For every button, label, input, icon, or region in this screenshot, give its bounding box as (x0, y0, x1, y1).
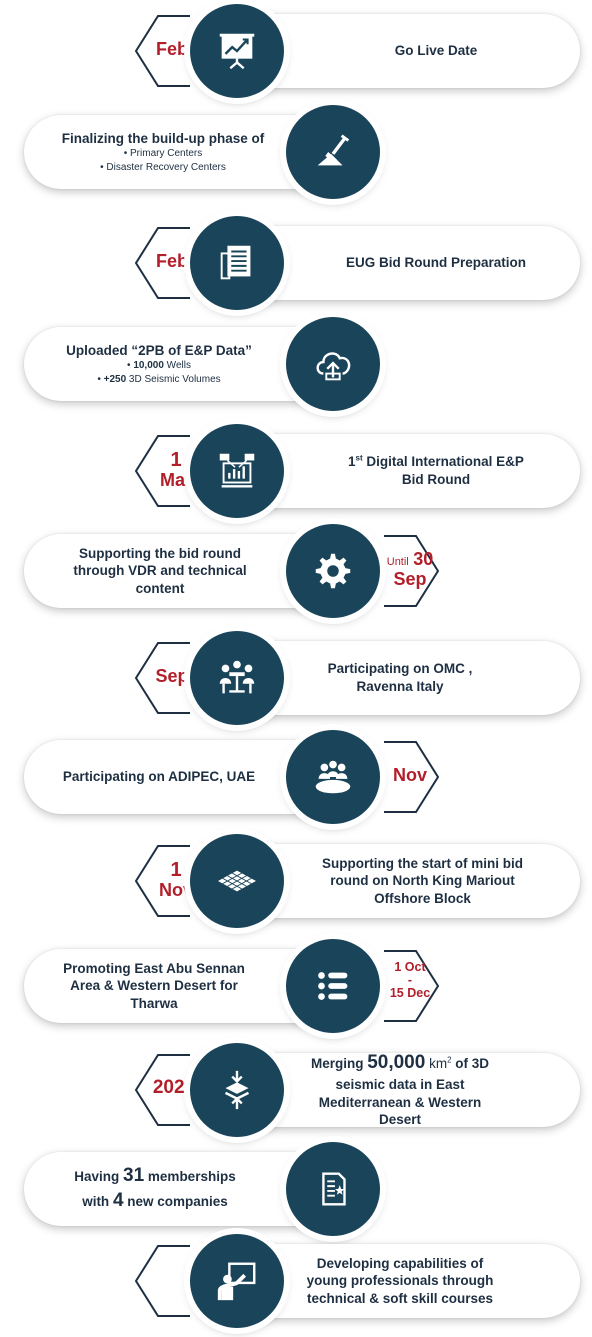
checklist-icon (286, 939, 380, 1033)
milestone-eug-bid: Feb EUG Bid Round Preparation (0, 212, 592, 314)
milestone-title: 1st Digital International E&P Bid Round (348, 453, 524, 487)
milestone-merging: 2021 Merging 50,000 km2 of 3D seismic da… (0, 1039, 592, 1141)
milestone-date: Feb (155, 251, 188, 271)
milestone-title: Supporting the bid round through VDR and… (73, 545, 247, 596)
milestone-adipec: Nov Participating on ADIPEC, UAE (0, 726, 592, 828)
milestone-date: Nov (392, 765, 427, 785)
milestone-title: Merging 50,000 km2 of 3D seismic data in… (310, 1052, 490, 1128)
meeting-people-icon (190, 631, 284, 725)
milestone-date: Sep (155, 666, 189, 686)
chevron-left-shape (134, 1053, 192, 1127)
milestone-title: Having 31 memberships with 4 new compani… (74, 1165, 236, 1211)
certificate-icon (286, 1142, 380, 1236)
milestone-title: Developing capabilities of young profess… (306, 1255, 494, 1306)
milestone-date: Until 30 Sep (386, 549, 434, 589)
milestone-omc: Sep Participating on OMC , Ravenna Italy (0, 627, 592, 729)
presentation-chart-icon (190, 4, 284, 98)
shovel-icon (286, 105, 380, 199)
milestone-date: Feb (155, 39, 188, 59)
grid-block-icon (190, 834, 284, 928)
chevron-right-shape (382, 949, 440, 1023)
merge-layers-icon (190, 1043, 284, 1137)
milestone-go-live: Feb Go Live Date (0, 0, 592, 102)
milestone-date: 1 Nov (158, 859, 193, 900)
milestone-build-up: Finalizing the build-up phase of • Prima… (0, 101, 592, 203)
chevron-left-shape (134, 434, 192, 508)
chevron-left-shape (134, 641, 192, 715)
milestone-date: 2021 (152, 1077, 196, 1098)
milestone-title: Supporting the start of mini bid round o… (322, 855, 523, 906)
milestone-memberships: Having 31 memberships with 4 new compani… (0, 1138, 592, 1240)
gear-icon (286, 524, 380, 618)
milestone-upload: Uploaded “2PB of E&P Data” • 10,000 Well… (0, 313, 592, 415)
chevron-right-shape (382, 534, 440, 608)
chevron-left-shape (134, 844, 192, 918)
milestone-date: 1 Oct - 15 Dec (389, 960, 431, 1001)
milestone-abu-sennan: 1 Oct - 15 Dec Promoting East Abu Sennan… (0, 935, 592, 1037)
cloud-upload-icon (286, 317, 380, 411)
chevron-left-shape (134, 1244, 192, 1318)
chevron-left-shape (134, 226, 192, 300)
milestone-title: Finalizing the build-up phase of • Prima… (61, 130, 265, 173)
digital-conference-icon (190, 424, 284, 518)
milestone-vdr-support: Until 30 Sep Supporting the bid round th… (0, 520, 592, 622)
milestone-date: 1 Mar (159, 449, 192, 490)
milestone-title: Uploaded “2PB of E&P Data” • 10,000 Well… (66, 342, 252, 385)
milestone-title: Promoting East Abu Sennan Area & Western… (63, 960, 245, 1011)
milestone-digital-bid: 1 Mar 1st Digital International E&P Bid … (0, 420, 592, 522)
milestone-title: EUG Bid Round Preparation (345, 255, 526, 271)
milestone-developing: Developing capabilities of young profess… (0, 1230, 592, 1332)
chevron-left-shape (134, 14, 192, 88)
chevron-right-shape (382, 740, 440, 814)
milestone-mini-bid: 1 Nov Supporting the start of mini bid r… (0, 830, 592, 932)
teacher-board-icon (190, 1234, 284, 1328)
milestone-title: Go Live Date (394, 43, 478, 59)
conference-table-icon (286, 730, 380, 824)
milestone-title: Participating on OMC , Ravenna Italy (327, 661, 473, 694)
document-list-icon (190, 216, 284, 310)
milestone-title: Participating on ADIPEC, UAE (62, 769, 256, 785)
